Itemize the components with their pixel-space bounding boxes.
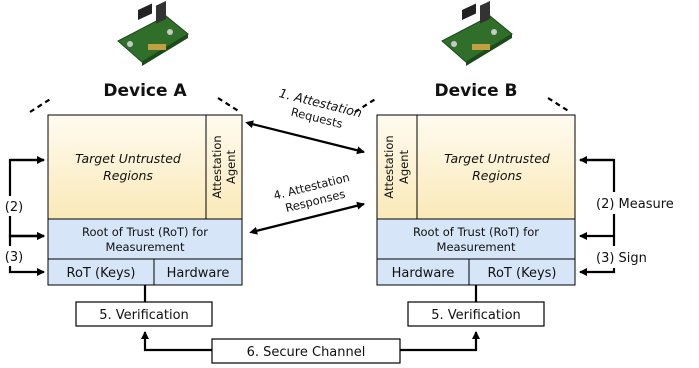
- device-b-rot-keys: [468, 258, 576, 286]
- secure-channel: 6. Secure Channel: [141, 331, 480, 364]
- device-b-hardware-label: Hardware: [392, 266, 455, 281]
- secure-channel-box: [211, 338, 401, 364]
- device-b-board-image: [441, 0, 513, 66]
- device-a-hardware-label: Hardware: [167, 266, 230, 281]
- device-a-title: Device A: [103, 81, 187, 101]
- attestation-responses-arrow: 4. Attestation Responses: [249, 170, 365, 235]
- device-a: Device A Target Untrusted Regions Attest…: [2, 0, 243, 327]
- device-b-zoom-line-left: [354, 97, 378, 113]
- secure-channel-label: 6. Secure Channel: [247, 345, 366, 360]
- device-b-title: Device B: [434, 81, 517, 101]
- device-b-hardware: [376, 258, 470, 286]
- device-b-target-line1: Target Untrusted: [444, 151, 550, 166]
- device-b-agent-line2: Agent: [397, 149, 411, 184]
- device-a-target-line1: Target Untrusted: [75, 151, 181, 166]
- device-a-verification: [75, 301, 213, 327]
- device-a-step-sign: (3): [5, 250, 23, 265]
- device-b-verification: [407, 301, 545, 327]
- device-b-zoom-line-right: [547, 97, 571, 113]
- device-a-rot-line2: Measurement: [106, 240, 185, 254]
- device-b-rot-measurement: [376, 218, 576, 260]
- device-b-agent-line1: Attestation: [382, 135, 396, 198]
- device-b-verification-label: 5. Verification: [431, 308, 521, 323]
- device-a-board-image: [117, 0, 189, 66]
- device-a-zoom-line-right: [217, 97, 241, 113]
- device-a-step-measure: (2): [5, 200, 23, 215]
- device-b-target-line2: Regions: [472, 168, 522, 183]
- device-a-keys-label: RoT (Keys): [67, 266, 136, 281]
- device-a-target-line2: Regions: [103, 168, 153, 183]
- device-b-rot-line1: Root of Trust (RoT) for: [413, 225, 539, 239]
- device-a-zoom-line-left: [29, 97, 53, 113]
- device-a-agent-line2: Agent: [224, 149, 238, 184]
- secure-channel-arrow-left: [141, 331, 212, 352]
- device-a-agent-line1: Attestation: [210, 135, 224, 198]
- device-a-rot-line1: Root of Trust (RoT) for: [82, 225, 208, 239]
- device-b-step-measure: (2) Measure: [596, 197, 674, 212]
- device-b-target-region: [416, 114, 576, 220]
- device-a-hardware: [153, 258, 243, 286]
- secure-channel-arrow-right: [400, 331, 480, 352]
- device-b-rot-line2: Measurement: [437, 240, 516, 254]
- device-b-keys-label: RoT (Keys): [488, 266, 557, 281]
- device-a-verification-label: 5. Verification: [99, 308, 189, 323]
- device-a-attestation-agent: [205, 114, 243, 220]
- attestation-requests-arrow: 1. Attestation Requests: [245, 85, 365, 155]
- device-b-step-sign: (3) Sign: [596, 251, 647, 266]
- device-b: Device B Attestation Agent Target Untrus…: [354, 0, 698, 327]
- device-a-target-region: [47, 114, 207, 220]
